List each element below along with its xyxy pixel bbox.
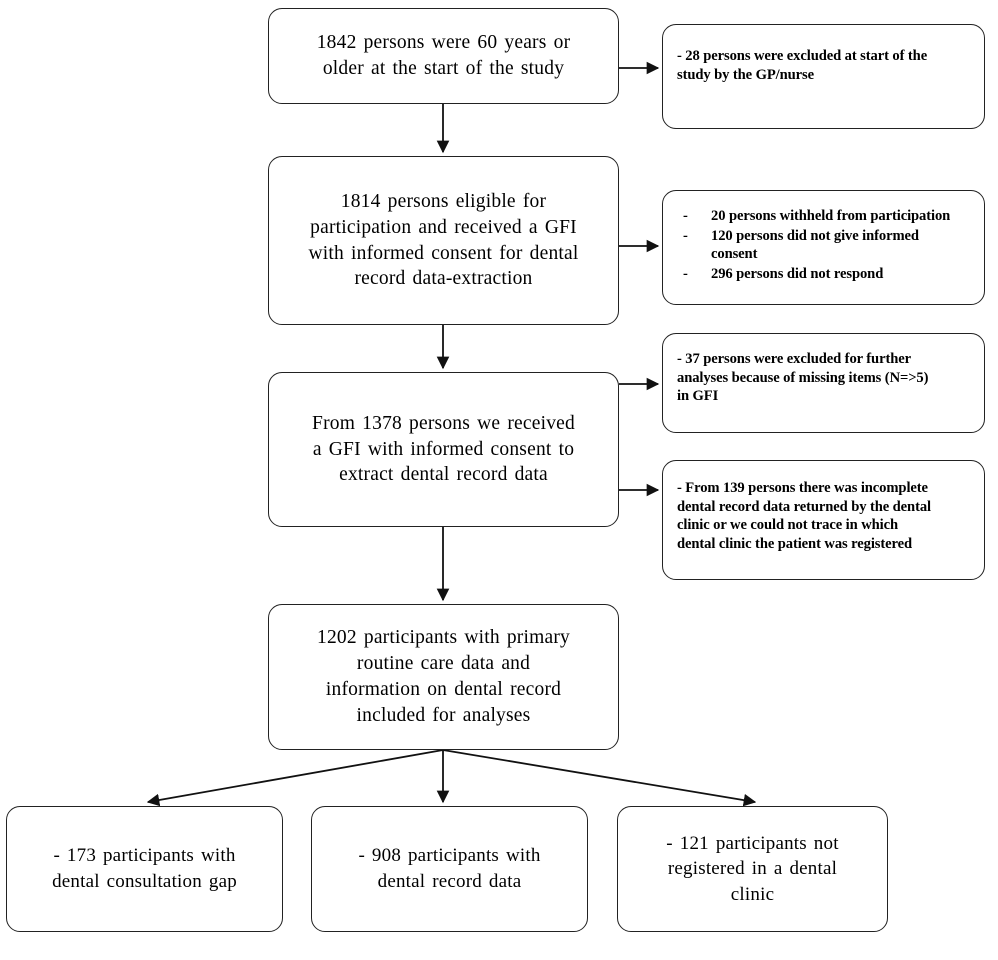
terminal-box-consultation-gap-text: - 173 participants with dental consultat… — [7, 843, 282, 894]
text-line: - From 139 persons there was incomplete — [677, 480, 928, 496]
side-box-non-participation: - 20 persons withheld from participation… — [662, 190, 985, 305]
main-box-analysed: 1202 participants with primary routine c… — [268, 604, 619, 750]
list-item: - 296 persons did not respond — [677, 265, 970, 284]
text-line: 296 persons did not respond — [711, 266, 884, 283]
text-line: included for analyses — [356, 704, 531, 726]
text-line: a GFI with informed consent to — [312, 438, 575, 460]
main-box-enrolled-text: 1842 persons were 60 years or older at t… — [269, 30, 618, 82]
text-line: with informed consent for dental — [308, 242, 579, 264]
list-item: - 20 persons withheld from participation — [677, 207, 970, 226]
bullet-dash: - — [683, 227, 688, 244]
text-line: 20 persons withheld from participation — [711, 208, 951, 224]
bullet-dash: - — [683, 208, 688, 224]
side-box-excluded-by-gp-text: - 28 persons were excluded at start of t… — [663, 25, 984, 84]
text-line: dental record data — [377, 871, 522, 892]
exclusion-list: - 20 persons withheld from participation… — [677, 207, 970, 284]
bullet-dash: - — [683, 266, 688, 283]
text-line: 1202 participants with primary — [317, 627, 570, 649]
side-box-missing-items-text: - 37 persons were excluded for further a… — [663, 334, 984, 406]
terminal-box-not-registered-text: - 121 participants not registered in a d… — [618, 831, 887, 908]
text-line: 120 persons did not give informed — [711, 227, 919, 244]
text-line: 1814 persons eligible for — [340, 190, 547, 212]
main-box-analysed-text: 1202 participants with primary routine c… — [269, 625, 618, 729]
text-line: dental record data returned by the denta… — [677, 498, 931, 515]
text-line: in GFI — [677, 388, 719, 405]
text-line: older at the start of the study — [322, 58, 565, 79]
text-line: information on dental record — [325, 679, 562, 700]
text-line: registered in a dental — [667, 858, 838, 880]
text-line: routine care data and — [356, 653, 531, 675]
side-box-incomplete-records-text: - From 139 persons there was incomplete … — [663, 461, 984, 554]
terminal-box-not-registered: - 121 participants not registered in a d… — [617, 806, 888, 932]
text-line: analyses because of missing items (N=>5) — [677, 369, 929, 386]
text-line: - 173 participants with — [53, 845, 236, 867]
text-line: - 121 participants not — [666, 832, 839, 854]
text-line: consent — [711, 246, 758, 263]
text-line: participation and received a GFI — [310, 216, 577, 238]
text-line: - 28 persons were excluded at start of t… — [677, 48, 928, 64]
list-item: - 120 persons did not give informed cons… — [677, 227, 970, 264]
text-line: dental clinic the patient was registered — [677, 536, 913, 553]
text-line: record data-extraction — [354, 268, 533, 290]
terminal-box-dental-record-data: - 908 participants with dental record da… — [311, 806, 588, 932]
text-line: dental consultation gap — [52, 871, 237, 892]
side-box-non-participation-text: - 20 persons withheld from participation… — [663, 191, 984, 285]
text-line: clinic — [730, 883, 775, 905]
main-box-eligible: 1814 persons eligible for participation … — [268, 156, 619, 325]
text-line: - 908 participants with — [358, 845, 541, 867]
text-line: 1842 persons were 60 years or — [316, 32, 571, 54]
terminal-box-dental-record-data-text: - 908 participants with dental record da… — [312, 843, 587, 894]
text-line: study by the GP/nurse — [677, 66, 814, 83]
text-line: - 37 persons were excluded for further — [677, 351, 911, 367]
text-line: From 1378 persons we received — [312, 412, 575, 434]
text-line: clinic or we could not trace in which — [677, 517, 898, 534]
text-line: extract dental record data — [339, 464, 548, 486]
main-box-enrolled: 1842 persons were 60 years or older at t… — [268, 8, 619, 104]
side-box-missing-items: - 37 persons were excluded for further a… — [662, 333, 985, 433]
side-box-incomplete-records: - From 139 persons there was incomplete … — [662, 460, 985, 580]
main-box-received-gfi: From 1378 persons we received a GFI with… — [268, 372, 619, 527]
main-box-eligible-text: 1814 persons eligible for participation … — [269, 189, 618, 293]
main-box-received-gfi-text: From 1378 persons we received a GFI with… — [269, 411, 618, 489]
connector-analysed-to-notregistered — [442, 749, 757, 807]
connector-analysed-to-gap — [146, 749, 444, 807]
side-box-excluded-by-gp: - 28 persons were excluded at start of t… — [662, 24, 985, 129]
terminal-box-consultation-gap: - 173 participants with dental consultat… — [6, 806, 283, 932]
